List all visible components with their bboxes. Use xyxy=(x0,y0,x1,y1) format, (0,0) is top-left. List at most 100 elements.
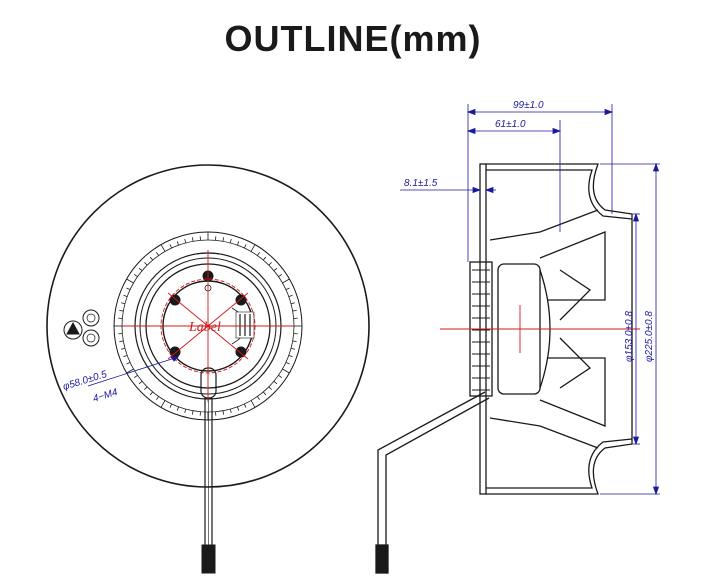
scale-tick xyxy=(120,347,126,350)
side-cable xyxy=(385,397,490,545)
front-diameter-dimension: φ58.0±0.5 xyxy=(62,369,109,393)
arrow xyxy=(652,486,660,496)
shroud-top-inner xyxy=(486,169,633,220)
arrow xyxy=(472,186,482,194)
scale-tick xyxy=(119,340,124,343)
scale-tick xyxy=(126,287,131,291)
scale-tick xyxy=(268,386,272,390)
scale-tick xyxy=(126,368,134,374)
scale-tick xyxy=(278,274,282,278)
scale-tick xyxy=(144,386,148,390)
arrow xyxy=(484,186,494,194)
leader-arrow xyxy=(170,356,179,362)
scale-tick xyxy=(156,252,160,256)
scale-tick xyxy=(126,361,131,365)
side-cable xyxy=(377,391,486,545)
scale-tick xyxy=(250,400,256,408)
scale-tick xyxy=(222,237,225,242)
hub-label: Label xyxy=(188,320,221,335)
scale-tick xyxy=(149,391,154,396)
scale-tick xyxy=(237,241,240,246)
dimension-total-depth: 99±1.0 xyxy=(513,100,544,111)
shroud-bottom xyxy=(486,443,633,495)
scale-tick xyxy=(256,396,260,400)
rotor-fin-lines xyxy=(472,269,490,391)
scale-tick xyxy=(134,374,138,378)
rotation-symbol xyxy=(82,329,100,347)
scale-tick xyxy=(169,403,173,408)
scale-tick xyxy=(156,396,160,400)
impeller-blade xyxy=(559,337,592,389)
side-view xyxy=(375,163,633,574)
scale-tick xyxy=(191,410,194,415)
leader-line xyxy=(87,356,179,387)
impeller-blade xyxy=(539,231,606,301)
scale-tick xyxy=(126,278,134,284)
scale-tick xyxy=(237,406,240,411)
scale-tick xyxy=(292,309,297,312)
arrow xyxy=(632,436,640,446)
dimension-inlet-diameter: φ153.0±0.8 xyxy=(624,311,635,362)
mount-hole xyxy=(235,294,247,306)
impeller-blade xyxy=(559,269,592,321)
scale-tick xyxy=(292,340,297,343)
rotation-symbol xyxy=(82,309,100,327)
rotation-symbol-inner xyxy=(86,333,96,343)
shroud-top xyxy=(486,163,633,215)
scale-tick xyxy=(273,380,278,385)
dimension-outer-diameter: φ225.0±0.8 xyxy=(644,311,655,362)
scale-tick xyxy=(169,244,173,249)
arrow xyxy=(604,108,614,116)
warning-symbol xyxy=(63,320,83,340)
scale-tick xyxy=(134,274,138,278)
scale-tick xyxy=(176,241,179,246)
scale-tick xyxy=(288,355,293,358)
scale-tick xyxy=(285,361,290,365)
mount-hole xyxy=(169,294,181,306)
dimension-mid-depth: 61±1.0 xyxy=(495,119,526,130)
scale-tick xyxy=(184,408,187,414)
scale-tick xyxy=(138,267,143,272)
scale-tick xyxy=(282,278,290,284)
scale-tick xyxy=(282,368,290,374)
front-dimension xyxy=(87,356,179,387)
scale-tick xyxy=(138,380,143,385)
scale-ring-outer xyxy=(113,231,303,421)
scale-tick xyxy=(123,355,128,358)
scale-tick xyxy=(229,238,232,244)
impeller-blade xyxy=(489,417,599,449)
scale-tick xyxy=(290,302,296,305)
scale-tick xyxy=(262,256,267,261)
arrow xyxy=(632,212,640,222)
scale-tick xyxy=(160,244,166,252)
scale-tick xyxy=(278,374,282,378)
arrow xyxy=(466,127,476,135)
scale-tick xyxy=(144,262,148,266)
front-holes-dimension: 4−M4 xyxy=(92,387,120,405)
warning-triangle xyxy=(66,321,80,335)
hole-axis xyxy=(167,292,249,360)
scale-tick xyxy=(160,400,166,408)
scale-tick xyxy=(149,256,154,261)
scale-tick xyxy=(262,391,267,396)
page-title: OUTLINE(mm) xyxy=(224,18,482,59)
shroud-bottom-inner xyxy=(486,438,633,489)
scale-ring-ticks xyxy=(114,232,302,420)
scale-tick xyxy=(191,237,194,242)
side-cable-end xyxy=(375,544,389,574)
cable-end xyxy=(201,544,216,574)
arrow xyxy=(652,162,660,172)
scale-tick xyxy=(285,287,290,291)
scale-tick xyxy=(273,267,278,272)
mount-hole xyxy=(235,346,247,358)
scale-tick xyxy=(268,262,272,266)
front-centerlines xyxy=(122,250,294,402)
side-dimensions xyxy=(400,104,660,496)
scale-tick xyxy=(290,347,296,350)
scale-tick xyxy=(256,252,260,256)
rotation-symbol-inner xyxy=(86,313,96,323)
scale-tick xyxy=(243,244,247,249)
scale-tick xyxy=(243,403,247,408)
outer-disk xyxy=(46,164,370,488)
